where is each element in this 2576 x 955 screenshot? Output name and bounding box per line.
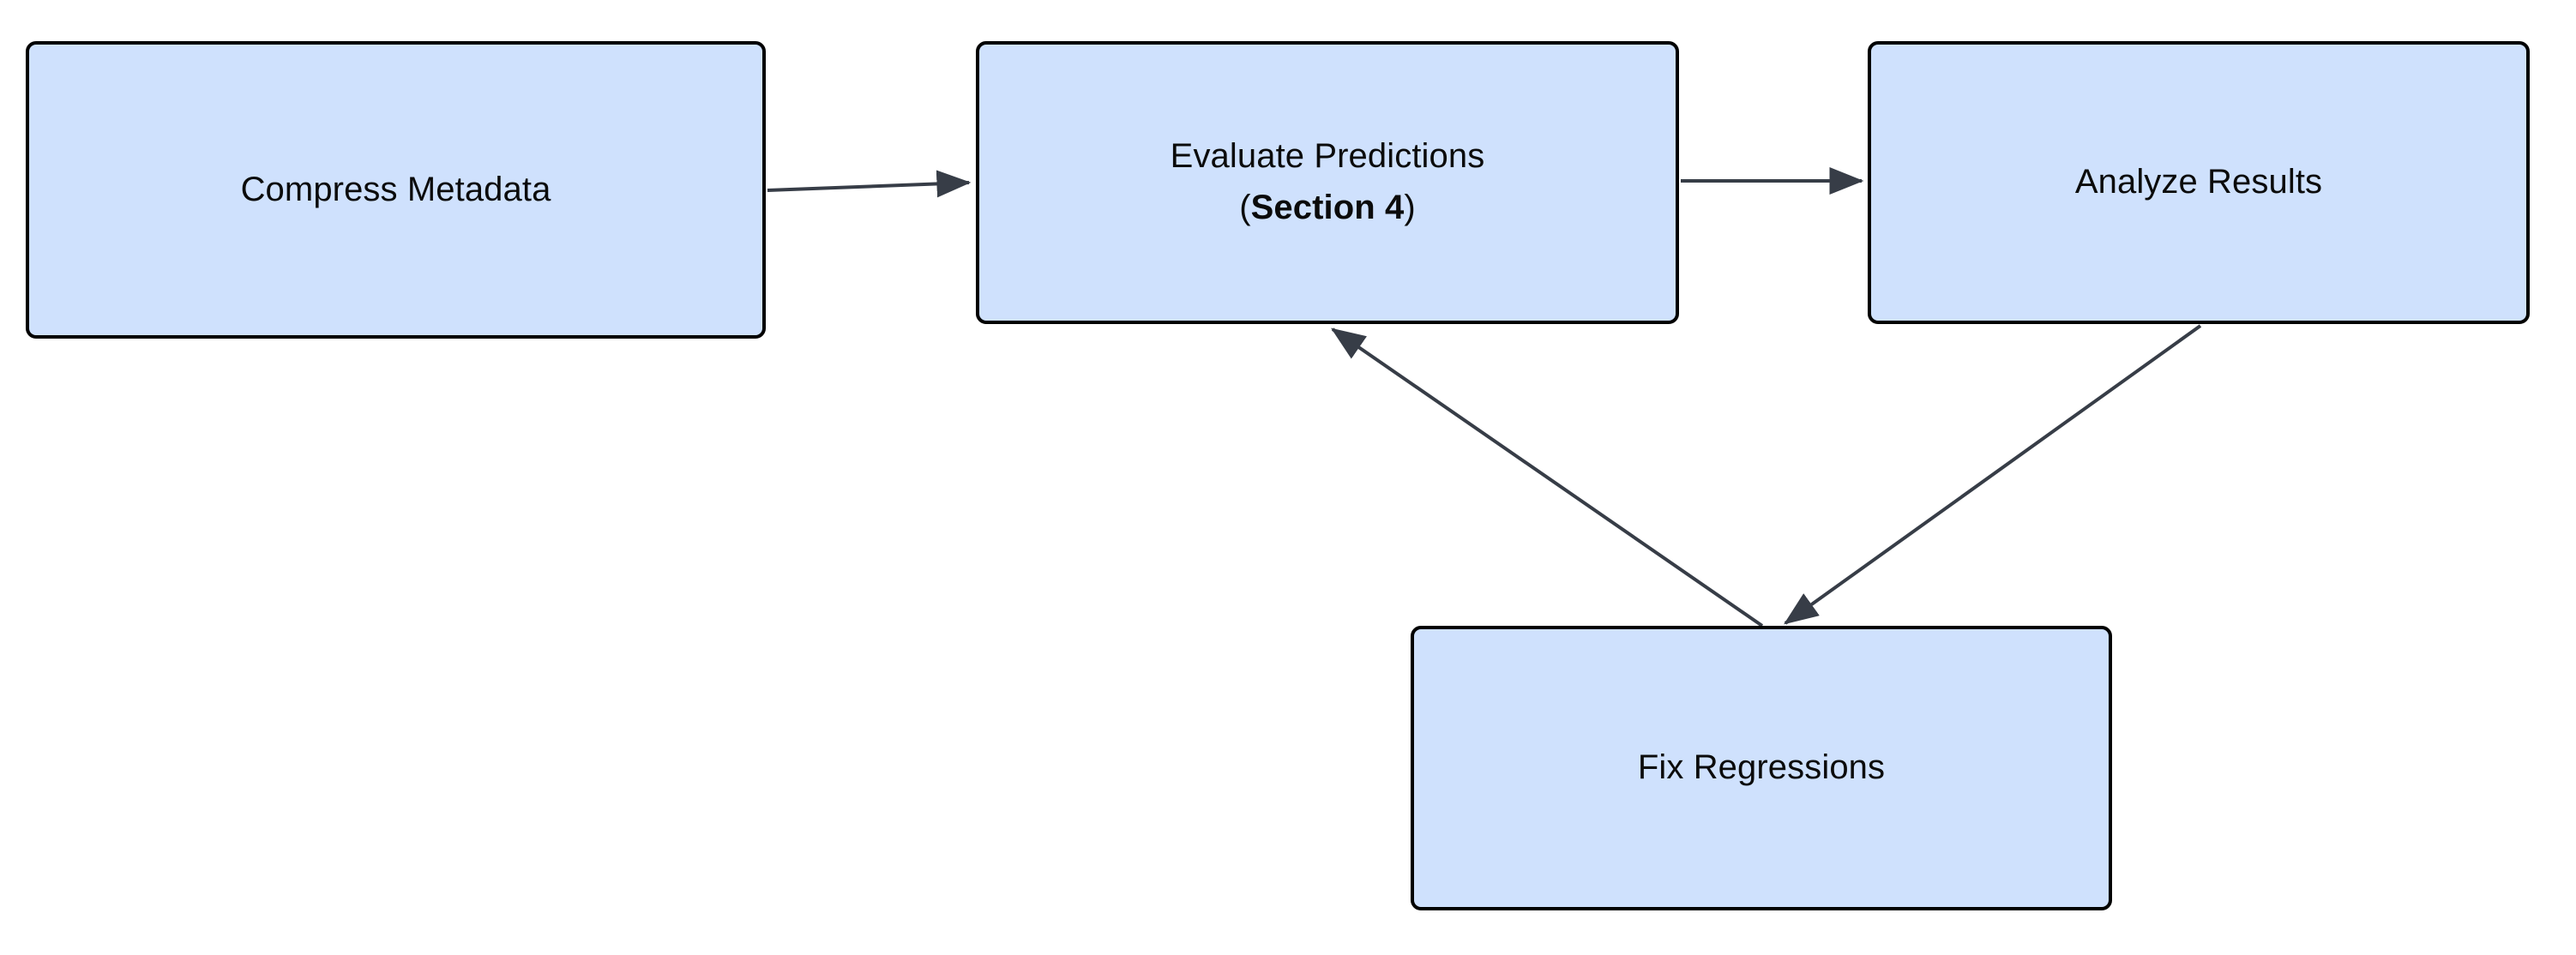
node-evaluate-predictions-label: Evaluate Predictions (Section 4) — [1155, 134, 1501, 231]
edge-analyze-to-fix — [1784, 324, 2202, 625]
node-compress-metadata-label: Compress Metadata — [226, 167, 567, 213]
node-analyze-results-line1: Analyze Results — [2074, 163, 2323, 201]
node-fix-regressions-label: Fix Regressions — [1622, 745, 1900, 791]
node-evaluate-predictions[interactable]: Evaluate Predictions (Section 4) — [976, 41, 1679, 324]
edge-fix-to-evaluate — [1331, 327, 1764, 628]
node-evaluate-predictions-line1: Evaluate Predictions — [1170, 137, 1485, 176]
node-evaluate-predictions-line2: (Section 4) — [1171, 185, 1485, 231]
paren-close: ) — [1404, 189, 1416, 226]
paren-open: ( — [1239, 189, 1251, 226]
node-analyze-results[interactable]: Analyze Results — [1868, 41, 2530, 324]
node-fix-regressions-line1: Fix Regressions — [1637, 748, 1886, 787]
node-fix-regressions[interactable]: Fix Regressions — [1411, 626, 2112, 910]
node-compress-metadata[interactable]: Compress Metadata — [26, 41, 766, 339]
section-reference: Section 4 — [1250, 189, 1405, 226]
node-analyze-results-label: Analyze Results — [2060, 159, 2338, 206]
node-compress-metadata-line1: Compress Metadata — [240, 170, 551, 208]
edge-compress-to-evaluate — [767, 170, 972, 198]
